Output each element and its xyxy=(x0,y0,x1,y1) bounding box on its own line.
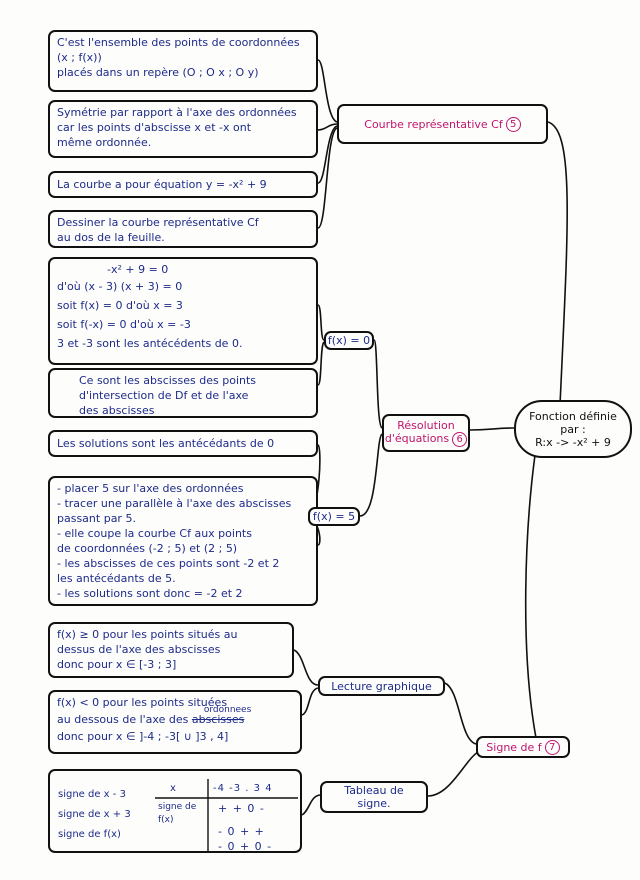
lecture-line: dessus de l'axe des abscisses xyxy=(57,643,221,656)
sign-table-row: + + 0 - xyxy=(218,802,265,815)
f5-summary-box: Les solutions sont les antécédants de 0 xyxy=(48,430,318,457)
sign-table-row: - 0 + 0 - xyxy=(218,840,273,853)
sign-table-row: - 0 + + xyxy=(218,825,265,838)
f5-node: f(x) = 5 xyxy=(308,507,360,526)
f5-line: passant par 5. xyxy=(57,512,136,525)
curve-definition-box: C'est l'ensemble des points de coordonné… xyxy=(48,30,318,92)
curve-symmetry-box: Symétrie par rapport à l'axe des ordonné… xyxy=(48,100,318,158)
resolution-node-label: Résolution xyxy=(397,419,455,432)
lecture-line: f(x) < 0 pour les points situées xyxy=(57,696,228,709)
f0-line: soit f(x) = 0 d'où x = 3 xyxy=(57,299,183,312)
sign-table-left-label: signe de x + 3 xyxy=(58,809,131,820)
resolution-node-number: 6 xyxy=(452,432,468,447)
f5-line: de coordonnées (-2 ; 5) et (2 ; 5) xyxy=(57,542,238,555)
lecture-correction: abscisses ordonnees xyxy=(191,705,251,729)
f5-line: - les abscisses de ces points sont -2 et… xyxy=(57,557,280,570)
lecture-node: Lecture graphique xyxy=(318,676,445,696)
curve-box-line: placés dans un repère (O ; O x ; O y) xyxy=(57,66,259,79)
tableau-node-label: Tableau de xyxy=(344,784,404,797)
sign-node-number: 7 xyxy=(544,739,560,755)
lecture-correction-word: ordonnees xyxy=(203,705,252,715)
curve-box-line: au dos de la feuille. xyxy=(57,231,165,244)
f5-line: - elle coupe la courbe Cf aux points xyxy=(57,527,252,540)
root-node: Fonction définie par : R:x -> -x² + 9 xyxy=(514,400,632,458)
f5-method-box: - placer 5 sur l'axe des ordonnées - tra… xyxy=(48,476,318,606)
sign-table-col-label: signe de f(x) xyxy=(158,801,196,827)
lecture-line-corrected: au dessous de l'axe des abscisses ordonn… xyxy=(57,705,293,729)
sign-table-left-label: signe de f(x) xyxy=(58,829,121,840)
sign-table-col-label-line: f(x) xyxy=(158,815,174,825)
f5-line: les antécédants de 5. xyxy=(57,572,176,585)
curve-box-line: C'est l'ensemble des points de coordonné… xyxy=(57,36,300,49)
curve-equation-box: La courbe a pour équation y = -x² + 9 xyxy=(48,171,318,198)
f5-line: - tracer une parallèle à l'axe des absci… xyxy=(57,497,292,510)
curve-node-number: 5 xyxy=(505,116,521,132)
f0-node-label: f(x) = 0 xyxy=(327,334,371,347)
curve-box-line: La courbe a pour équation y = -x² + 9 xyxy=(57,178,267,191)
lecture-line: donc pour x ∈ [-3 ; 3] xyxy=(57,658,177,671)
sign-table-header-x: x xyxy=(170,783,176,794)
lecture-node-label: Lecture graphique xyxy=(331,679,432,693)
f0-solve-box: -x² + 9 = 0 d'où (x - 3) (x + 3) = 0 soi… xyxy=(48,257,318,365)
lecture-negative-box: f(x) < 0 pour les points situées au dess… xyxy=(48,690,302,754)
f0-line: -x² + 9 = 0 xyxy=(107,263,169,276)
f0-intersection-box: Ce sont les abscisses des points d'inter… xyxy=(48,368,318,418)
f0-line: des abscisses xyxy=(79,404,155,417)
f0-line: 3 et -3 sont les antécédents de 0. xyxy=(57,337,243,350)
root-line: Fonction définie xyxy=(529,409,617,423)
curve-box-line: Symétrie par rapport à l'axe des ordonné… xyxy=(57,106,297,119)
root-line: par : xyxy=(560,422,586,436)
lecture-line-prefix: au dessous de l'axe des xyxy=(57,713,189,726)
lecture-positive-box: f(x) ≥ 0 pour les points situés au dessu… xyxy=(48,622,294,678)
lecture-line: donc pour x ∈ ]-4 ; -3[ ∪ ]3 , 4] xyxy=(57,730,229,743)
tableau-node-label: signe. xyxy=(357,797,391,810)
f0-node: f(x) = 0 xyxy=(324,331,374,350)
sign-node-label: Signe de f xyxy=(486,740,542,754)
f0-line: soit f(-x) = 0 d'où x = -3 xyxy=(57,318,191,331)
sign-table-left-label: signe de x - 3 xyxy=(58,789,126,800)
sign-table-box: signe de x - 3 signe de x + 3 signe de f… xyxy=(48,769,302,853)
sign-table-header-values: -4 -3 . 3 4 xyxy=(213,783,273,794)
curve-box-line: car les points d'abscisse x et -x ont xyxy=(57,121,252,134)
curve-draw-box: Dessiner la courbe représentative Cf au … xyxy=(48,210,318,248)
sign-table-rows: + + 0 - - 0 + + - 0 + 0 - xyxy=(218,801,272,854)
sign-table-grid xyxy=(155,779,298,851)
curve-box-line: Dessiner la courbe représentative Cf xyxy=(57,216,259,229)
f0-line: Ce sont les abscisses des points xyxy=(79,374,257,387)
f5-line: - placer 5 sur l'axe des ordonnées xyxy=(57,482,244,495)
curve-box-line: (x ; f(x)) xyxy=(57,51,102,64)
f5-node-label: f(x) = 5 xyxy=(312,510,356,523)
tableau-node: Tableau de signe. xyxy=(320,781,428,813)
lecture-line: f(x) ≥ 0 pour les points situés au xyxy=(57,628,238,641)
f5-line: Les solutions sont les antécédants de 0 xyxy=(57,437,275,450)
f0-line: d'intersection de Df et de l'axe xyxy=(79,389,249,402)
curve-node-label: Courbe représentative Cf xyxy=(364,117,503,131)
curve-box-line: même ordonnée. xyxy=(57,136,152,149)
f5-line: - les solutions sont donc = -2 et 2 xyxy=(57,587,243,600)
curve-node: Courbe représentative Cf 5 xyxy=(337,104,548,144)
sign-table-left-labels: signe de x - 3 signe de x + 3 signe de f… xyxy=(58,788,148,842)
resolution-node-label: d'équations xyxy=(384,432,450,445)
sign-node: Signe de f 7 xyxy=(476,736,570,758)
f0-line: d'où (x - 3) (x + 3) = 0 xyxy=(57,280,183,293)
root-line: R:x -> -x² + 9 xyxy=(535,435,611,449)
sign-table-col-label-line: signe de xyxy=(158,802,197,812)
lecture-struck-word: abscisses xyxy=(191,713,245,726)
